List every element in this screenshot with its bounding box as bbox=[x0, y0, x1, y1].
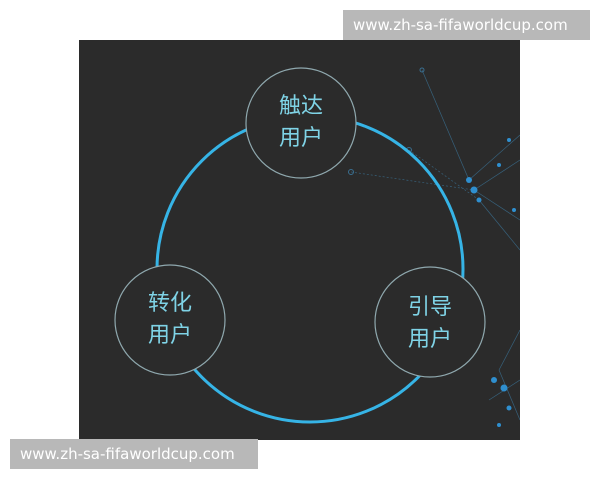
particle-dot bbox=[500, 384, 508, 392]
diagram-panel: 触达 用户 引导 用户 转化 用户 bbox=[79, 40, 520, 440]
particle-link bbox=[478, 199, 520, 251]
particle-link bbox=[473, 159, 520, 191]
node-label-convert-line2: 用户 bbox=[147, 323, 192, 348]
particle-dot bbox=[507, 138, 511, 142]
watermark-bottom: www.zh-sa-fifaworldcup.com bbox=[10, 439, 258, 469]
watermark-top: www.zh-sa-fifaworldcup.com bbox=[343, 10, 590, 40]
node-circle-reach bbox=[245, 67, 357, 179]
node-label-reach-line2: 用户 bbox=[278, 126, 323, 151]
node-label-reach-line1: 触达 bbox=[278, 94, 323, 119]
particle-link bbox=[350, 171, 475, 191]
particle-link bbox=[498, 329, 520, 371]
node-label-guide-line1: 引导 bbox=[407, 295, 452, 320]
particle-dot bbox=[506, 405, 512, 411]
particle-dot bbox=[497, 163, 501, 167]
particle-dot bbox=[466, 177, 472, 183]
particle-link bbox=[473, 189, 520, 221]
particle-dot bbox=[497, 423, 501, 427]
node-label-guide-line2: 用户 bbox=[407, 327, 452, 352]
particle-dot bbox=[512, 208, 516, 212]
particle-link bbox=[498, 369, 520, 421]
particle-link bbox=[468, 134, 520, 181]
particle-link bbox=[421, 69, 470, 181]
particle-dot bbox=[348, 169, 354, 175]
particle-network bbox=[350, 69, 520, 421]
particle-dot bbox=[470, 186, 478, 194]
particle-dot bbox=[419, 67, 425, 73]
particle-dot bbox=[476, 197, 482, 203]
node-label-guide: 引导 用户 bbox=[390, 292, 470, 356]
node-label-convert: 转化 用户 bbox=[130, 288, 210, 352]
node-circle-convert bbox=[114, 264, 226, 376]
cycle-diagram bbox=[114, 67, 520, 427]
node-label-reach: 触达 用户 bbox=[261, 91, 341, 155]
particle-dot bbox=[491, 377, 497, 383]
node-circle-guide bbox=[374, 266, 486, 378]
node-label-convert-line1: 转化 bbox=[147, 291, 192, 316]
